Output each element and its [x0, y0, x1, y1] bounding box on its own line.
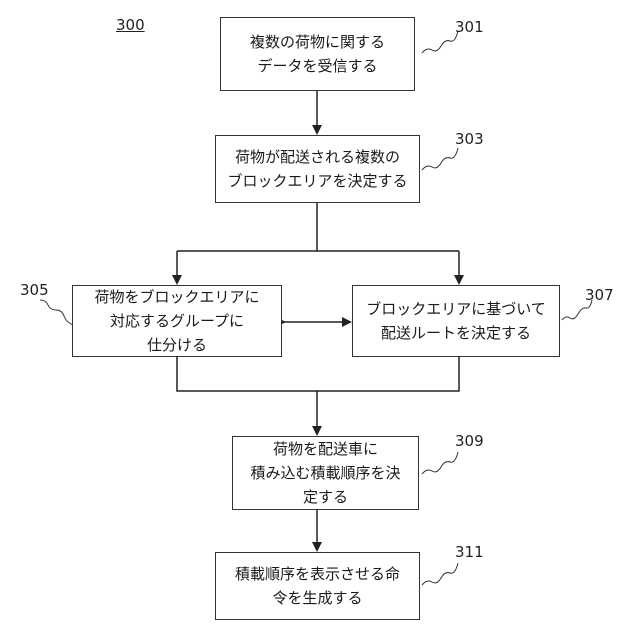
leader-303 [422, 148, 458, 170]
step-box-307: ブロックエリアに基づいて 配送ルートを決定する [352, 285, 560, 357]
step-ref-311: 311 [455, 543, 484, 561]
step-ref-303: 303 [455, 130, 484, 148]
leader-309 [422, 452, 458, 474]
connector-303-split [177, 203, 459, 251]
leader-301 [422, 31, 458, 53]
connector-merge [177, 357, 459, 391]
step-ref-305: 305 [20, 281, 49, 299]
step-text-307: ブロックエリアに基づいて 配送ルートを決定する [366, 297, 546, 345]
leader-311 [422, 563, 458, 585]
step-box-309: 荷物を配送車に 積み込む積載順序を決 定する [232, 436, 419, 510]
figure-number: 300 [116, 16, 145, 34]
step-ref-309: 309 [455, 432, 484, 450]
step-text-305: 荷物をブロックエリアに 対応するグループに 仕分ける [94, 285, 259, 357]
step-box-311: 積載順序を表示させる命 令を生成する [215, 552, 420, 620]
step-box-301: 複数の荷物に関する データを受信する [220, 17, 415, 91]
step-text-301: 複数の荷物に関する データを受信する [250, 30, 385, 78]
step-text-309: 荷物を配送車に 積み込む積載順序を決 定する [250, 437, 400, 509]
step-text-303: 荷物が配送される複数の ブロックエリアを決定する [227, 145, 407, 193]
step-text-311: 積載順序を表示させる命 令を生成する [235, 562, 400, 610]
step-ref-307: 307 [585, 286, 614, 304]
step-ref-301: 301 [455, 18, 484, 36]
step-box-305: 荷物をブロックエリアに 対応するグループに 仕分ける [72, 285, 282, 357]
step-box-303: 荷物が配送される複数の ブロックエリアを決定する [215, 135, 420, 203]
